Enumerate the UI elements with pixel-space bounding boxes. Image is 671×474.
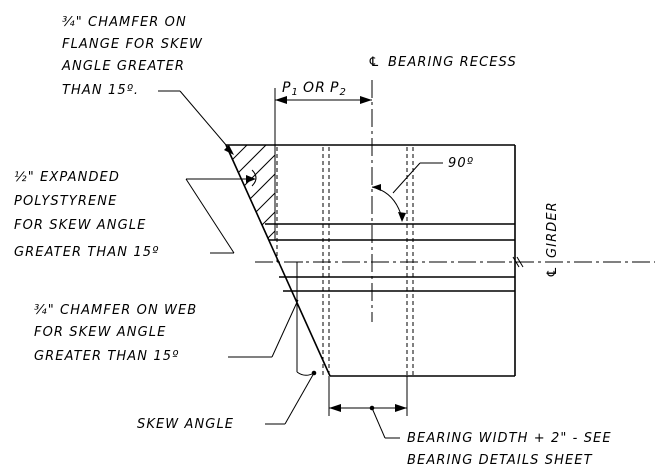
chamfer-flange-note: ¾" CHAMFER ON FLANGE FOR SKEW ANGLE GREA… bbox=[61, 15, 208, 98]
girder-centerline-label: ℄ GIRDER bbox=[545, 201, 560, 278]
bearing-width-dimension bbox=[328, 376, 408, 439]
notes-text: ¾" CHAMFER ON FLANGE FOR SKEW ANGLE GREA… bbox=[14, 15, 617, 468]
angle-90-marker bbox=[371, 162, 443, 222]
centerline-symbol: ℄ bbox=[368, 55, 381, 70]
bearing-recess-label: BEARING RECESS bbox=[388, 55, 517, 70]
dimension-p bbox=[274, 88, 372, 145]
chamfer-web-note: ¾" CHAMFER ON WEB FOR SKEW ANGLE GREATER… bbox=[34, 303, 203, 364]
girder-label: GIRDER bbox=[545, 201, 560, 258]
skew-angle-label: SKEW ANGLE bbox=[137, 417, 234, 432]
leaders bbox=[158, 90, 299, 358]
polystyrene-note: ½" EXPANDED POLYSTYRENE FOR SKEW ANGLE G… bbox=[14, 170, 159, 260]
skew-angle-marker bbox=[265, 266, 317, 425]
bearing-width-note: BEARING WIDTH + 2" - SEE BEARING DETAILS… bbox=[407, 431, 617, 468]
centerlines bbox=[255, 80, 655, 322]
flange-chamfer-hatch bbox=[225, 144, 276, 241]
girder-centerline-symbol: ℄ bbox=[545, 265, 560, 278]
angle-90-label: 90º bbox=[448, 156, 474, 171]
